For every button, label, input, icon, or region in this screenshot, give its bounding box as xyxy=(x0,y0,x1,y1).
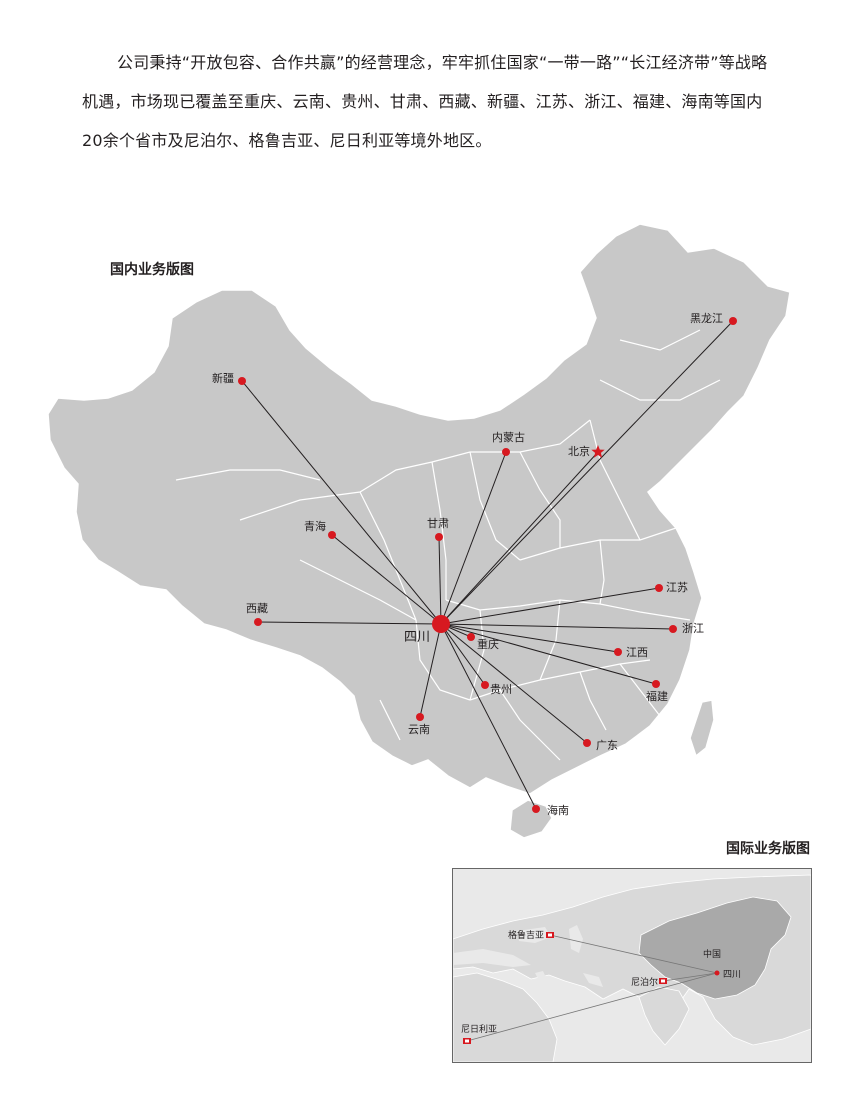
persian-gulf xyxy=(583,973,603,987)
city-marker-dest-2 xyxy=(502,448,510,456)
caspian-sea xyxy=(569,925,583,953)
hub-marker-sichuan xyxy=(432,615,450,633)
city-marker-dest-4 xyxy=(328,531,336,539)
route-line-dest-12 xyxy=(440,623,657,685)
international-map-inset: 格鲁吉亚尼泊尔尼日利亚 四川中国 xyxy=(452,868,812,1063)
hainan-island-shape xyxy=(509,799,553,839)
city-label-dest-11: 贵州 xyxy=(490,683,512,696)
city-marker-dest-11 xyxy=(481,681,489,689)
city-label-dest-3: 北京 xyxy=(568,444,590,458)
flag-icon-1 xyxy=(659,978,667,984)
city-label-dest-2: 内蒙古 xyxy=(492,430,525,444)
city-label-dest-12: 福建 xyxy=(646,689,668,703)
route-line-dest-2 xyxy=(440,451,507,625)
intl-route-line-1 xyxy=(662,972,718,982)
route-line-dest-8 xyxy=(440,623,674,630)
black-sea xyxy=(517,927,551,943)
city-label-dest-8: 浙江 xyxy=(682,622,704,635)
city-marker-dest-0 xyxy=(729,317,737,325)
route-line-dest-10 xyxy=(440,623,619,653)
route-line-dest-4 xyxy=(331,534,442,625)
mediterranean-sea xyxy=(453,949,531,967)
route-line-dest-13 xyxy=(419,623,442,718)
route-line-dest-5 xyxy=(438,536,442,625)
city-marker-dest-13 xyxy=(416,713,424,721)
route-line-dest-14 xyxy=(440,623,588,744)
city-label-dest-1: 新疆 xyxy=(212,371,234,385)
route-line-dest-1 xyxy=(241,380,442,625)
city-label-dest-13: 云南 xyxy=(408,723,430,736)
intl-hub-marker xyxy=(714,970,720,976)
city-label-dest-0: 黑龙江 xyxy=(690,312,723,325)
route-line-dest-6 xyxy=(440,587,660,625)
flag-icon-0 xyxy=(546,932,554,938)
city-marker-dest-10 xyxy=(614,648,622,656)
intro-paragraph: 公司秉持“开放包容、合作共赢”的经营理念，牢牢抓住国家“一带一路”“长江经济带”… xyxy=(82,53,768,150)
route-line-dest-15 xyxy=(440,623,537,810)
intl-hub-label: 四川 xyxy=(723,970,741,980)
route-line-dest-11 xyxy=(440,623,486,686)
hub-label-sichuan: 四川 xyxy=(404,630,430,645)
city-label-dest-7: 西藏 xyxy=(246,602,268,615)
city-label-dest-14: 广东 xyxy=(596,739,618,752)
city-label-dest-6: 江苏 xyxy=(666,581,688,594)
route-line-dest-3 xyxy=(440,451,599,625)
city-marker-dest-6 xyxy=(655,584,663,592)
flag-icon-2 xyxy=(463,1038,471,1044)
africa-landmass xyxy=(453,972,558,1062)
city-label-dest-9: 重庆 xyxy=(477,637,499,651)
city-marker-dest-1 xyxy=(238,377,246,385)
intl-route-line-2 xyxy=(466,972,718,1042)
domestic-map-title: 国内业务版图 xyxy=(110,262,194,278)
city-marker-dest-14 xyxy=(583,739,591,747)
intl-label-1: 尼泊尔 xyxy=(631,976,658,988)
city-marker-dest-15 xyxy=(532,805,540,813)
capital-star-icon xyxy=(591,445,605,458)
international-route-lines xyxy=(466,934,718,1042)
city-marker-dest-9 xyxy=(467,633,475,641)
city-label-dest-5: 甘肃 xyxy=(427,517,449,530)
route-line-dest-7 xyxy=(257,621,442,625)
city-marker-dest-8 xyxy=(669,625,677,633)
india-landmass xyxy=(638,986,690,1046)
city-label-dest-4: 青海 xyxy=(304,519,326,533)
city-marker-dest-5 xyxy=(435,533,443,541)
city-label-dest-15: 海南 xyxy=(547,803,569,817)
intl-country-label: 中国 xyxy=(703,948,721,960)
city-marker-dest-12 xyxy=(652,680,660,688)
international-map-title: 国际业务版图 xyxy=(726,841,810,857)
china-landmass xyxy=(638,896,792,1000)
route-line-dest-0 xyxy=(440,320,734,625)
city-label-dest-10: 江西 xyxy=(626,646,648,659)
intl-label-2: 尼日利亚 xyxy=(461,1023,497,1035)
intl-label-0: 格鲁吉亚 xyxy=(508,929,544,941)
taiwan-island-shape xyxy=(689,699,715,758)
china-mainland-shape xyxy=(47,223,791,795)
intl-route-line-0 xyxy=(549,934,718,974)
city-marker-dest-7 xyxy=(254,618,262,626)
province-borders xyxy=(175,329,721,761)
red-sea xyxy=(535,971,557,1003)
